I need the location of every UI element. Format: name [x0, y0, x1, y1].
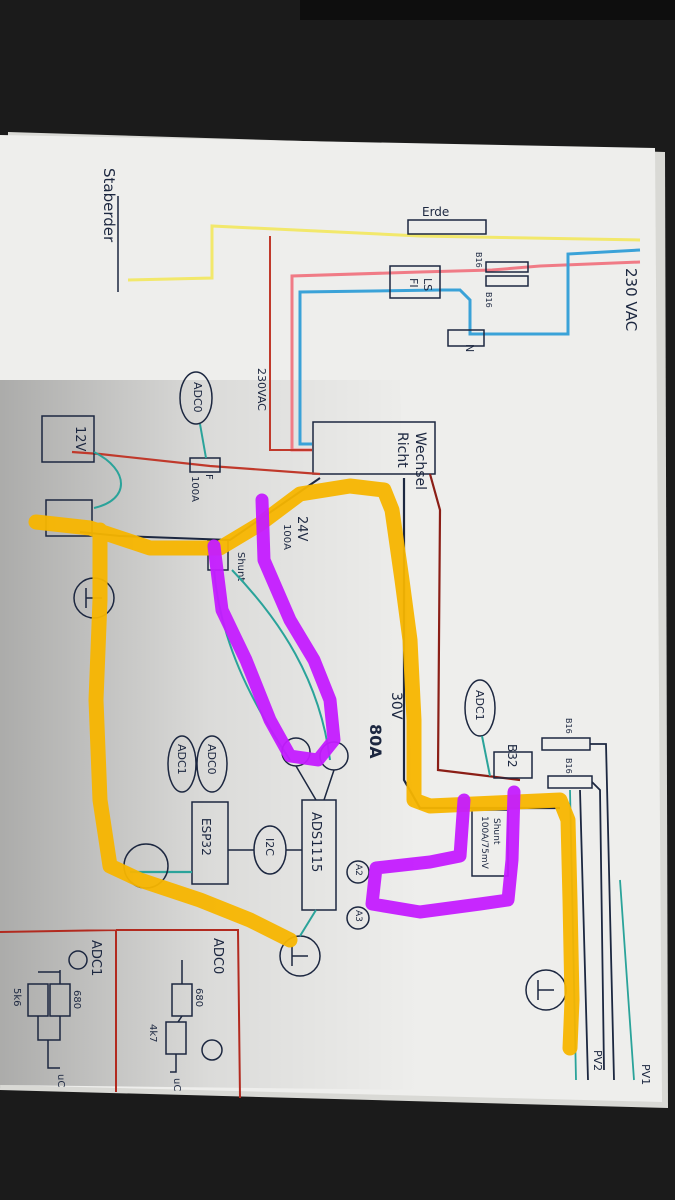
bus-24v-current-label: 100A [281, 524, 292, 550]
a2-label: A2 [353, 864, 363, 876]
adc1-box-label: ADC1 [88, 940, 103, 976]
pv-80a-label: 80A [366, 724, 385, 759]
ac-mid-label: 230VAC [255, 368, 268, 411]
live-wire-dark [269, 236, 312, 451]
adc0-label-top: ADC0 [191, 382, 204, 413]
purple-highlight-loop-pv [365, 785, 521, 919]
b16-label-c: B16 [564, 718, 573, 734]
purple-highlight-loop-24v [207, 493, 341, 767]
pv-30v-label: 30V [388, 692, 404, 720]
resistor-680-a-label: 680 [193, 988, 204, 1007]
erde-label: Erde [422, 205, 449, 219]
divider-wires-adc0 [170, 960, 183, 1073]
fi-ls-breaker [389, 265, 441, 299]
ground-glyph-pv [537, 980, 554, 1000]
resistor-680-b-label: 680 [71, 990, 82, 1009]
uc-label-b: uC [55, 1074, 66, 1087]
adc0-label-left: ADC0 [205, 744, 218, 775]
adc1-label-left: ADC1 [175, 744, 188, 775]
b16-label-a: B16 [474, 252, 483, 268]
b16-breaker-b [485, 275, 529, 287]
a3-label: A3 [353, 910, 363, 922]
adc0-node-left [196, 735, 228, 793]
inverter-label-1: Wechsel [412, 432, 428, 490]
battery-positive-wire [71, 450, 321, 476]
ground-symbol-divider-b [68, 950, 88, 970]
b16-label-d: B16 [564, 758, 573, 774]
ground-symbol-divider-a [201, 1039, 223, 1061]
adc0-node-top [179, 371, 213, 425]
inverter-box [312, 421, 436, 475]
ads1115-label: ADS1115 [308, 812, 323, 872]
adc0-box-label: ADC0 [210, 938, 225, 974]
esp32-label: ESP32 [199, 818, 213, 856]
divider-wires-adc1 [37, 970, 61, 1069]
shunt-pv-label: Shunt [491, 818, 501, 845]
battery-link-wire [93, 451, 122, 509]
adc1-label-right: ADC1 [473, 690, 486, 721]
adc1-node-right [464, 679, 496, 737]
pv-string-wires [579, 743, 615, 1081]
ac-input-label: 230 VAC [622, 268, 640, 331]
resistor-5k6-label: 5k6 [11, 988, 22, 1007]
shunt-24v-label: Shunt [235, 552, 246, 581]
ads-input-wires [295, 765, 335, 801]
adc1-sense-wire [481, 735, 491, 777]
b32-label: B32 [505, 744, 519, 768]
b16-label-b: B16 [484, 292, 493, 308]
staberder-label: Staberder [100, 168, 118, 243]
ls-label: LS [421, 278, 434, 291]
esp32-module [191, 801, 229, 885]
uc-label-a: uC [171, 1078, 182, 1091]
battery-label: 12V [72, 426, 87, 452]
battery-12v-top [41, 415, 95, 463]
ads-ground-wire [299, 909, 317, 937]
fi-label: FI [407, 278, 420, 288]
n-label: N [463, 344, 476, 352]
fuse-label: F [203, 474, 214, 480]
pv-positive-wire [428, 473, 521, 782]
a2-node [346, 860, 370, 884]
neutral-wire [298, 248, 641, 446]
a3-node [346, 906, 370, 930]
dark-object-top [300, 0, 675, 20]
shunt-pv-rating-label: 100A/75mV [479, 816, 489, 870]
divider-section-border [0, 928, 241, 1099]
pv1-label: PV1 [639, 1064, 652, 1085]
adc1-node-left [167, 735, 197, 793]
i2c-label: I2C [263, 838, 276, 856]
inverter-label-2: Richt [394, 432, 410, 468]
ads1115-module [301, 799, 337, 911]
b32-breaker [493, 751, 533, 779]
ground-glyph-ads [291, 946, 308, 966]
erde-terminal [407, 219, 487, 235]
b16-breaker-a [485, 261, 529, 273]
adc0-fuse-wire [199, 423, 207, 459]
earth-wire [127, 224, 641, 282]
pv2-label: PV2 [591, 1050, 604, 1071]
fuse-rating-label: 100A [189, 476, 200, 502]
bus-24v-label: 24V [294, 516, 309, 542]
neutral-terminal [447, 329, 485, 347]
resistor-4k7-label: 4k7 [147, 1024, 158, 1043]
shunt-sense-wire-b [231, 569, 331, 761]
